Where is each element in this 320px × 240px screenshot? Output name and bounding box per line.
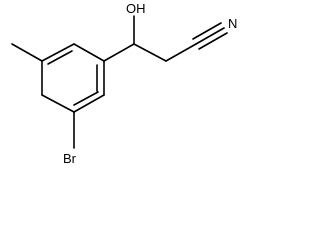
triple-bond-line-1 xyxy=(195,27,225,45)
ring-bond-c4-c5 xyxy=(41,94,75,113)
ring-to-carbinol-bond xyxy=(103,43,135,62)
nitrile-triple-bond xyxy=(192,22,228,50)
hydroxyl-label: OH xyxy=(126,1,146,16)
methyl-bond xyxy=(11,43,43,62)
methylene-to-nitrile-bond xyxy=(165,43,197,62)
ring-bond-c1-c2 xyxy=(73,43,105,62)
ring-bond-c2-c3 xyxy=(41,43,75,62)
ring-double-bond-inner-2 xyxy=(73,91,99,106)
ring-double-bond-inner-1 xyxy=(47,50,73,65)
ring-bond-c5-c6 xyxy=(73,94,105,113)
carbinol-to-methylene-bond xyxy=(133,43,167,62)
nitrile-nitrogen-label: N xyxy=(228,16,237,31)
bromine-label: Br xyxy=(63,151,77,166)
benzene-ring xyxy=(41,43,105,113)
triple-bond-line-3 xyxy=(198,32,228,50)
triple-bond-line-2 xyxy=(192,22,222,40)
molecule-structure-diagram: Br OH N xyxy=(11,1,237,166)
